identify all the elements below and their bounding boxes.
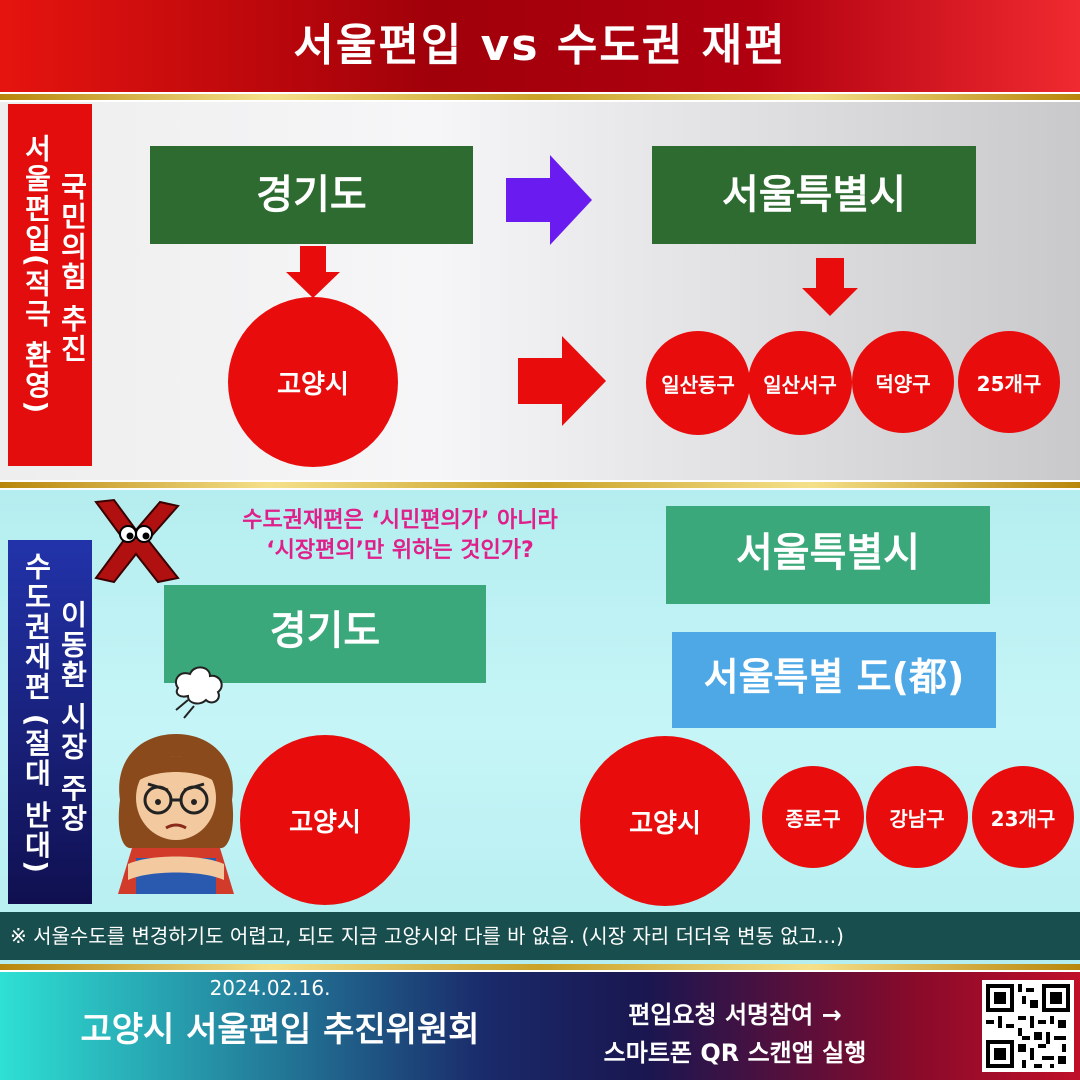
footer-cta: 편입요청 서명참여 → 스마트폰 QR 스캔앱 실행 — [560, 996, 910, 1072]
top-down-arrow-left — [286, 246, 340, 298]
bottom-side-label-box — [8, 540, 92, 904]
top-side-label-main: 서울편입(적극 환영) — [20, 134, 53, 416]
top-circle-ilsanseo: 일산서구 — [748, 331, 852, 435]
qr-code-graphic — [982, 980, 1074, 1072]
bottom-seoul-box: 서울특별시 — [666, 506, 990, 604]
gold-divider-3 — [0, 964, 1080, 970]
gold-divider-2 — [0, 482, 1080, 488]
top-circle-deogyang: 덕양구 — [852, 331, 954, 433]
x-mark-icon — [94, 498, 180, 584]
top-gyeonggi-box: 경기도 — [150, 146, 473, 244]
footer-date: 2024.02.16. — [209, 976, 331, 1000]
top-side-label-sub: 국민의힘 추진 — [56, 172, 89, 364]
question-line-1: 수도권재편은 ‘시민편의가’ 아니라 — [242, 508, 558, 533]
bottom-side-label-sub: 이동환 시장 주장 — [56, 600, 89, 834]
footer-cta-line-1: 편입요청 서명참여 → — [628, 1001, 842, 1029]
qr-code-icon[interactable] — [982, 980, 1074, 1072]
top-seoul-box: 서울특별시 — [652, 146, 976, 244]
top-down-arrow-right — [802, 258, 858, 316]
steam-puff-icon — [174, 666, 223, 719]
footer-cta-line-2: 스마트폰 QR 스캔앱 실행 — [603, 1039, 867, 1067]
bottom-circle-gangnam: 강남구 — [866, 766, 968, 868]
gold-divider — [0, 94, 1080, 100]
title-bar — [0, 0, 1080, 92]
bottom-gyeonggi-box: 경기도 — [164, 585, 486, 683]
note-bar — [0, 912, 1080, 960]
bottom-goyang-circle: 고양시 — [240, 735, 410, 905]
bottom-goyang-circle-right: 고양시 — [580, 736, 750, 906]
bottom-circle-23gu: 23개구 — [972, 766, 1074, 868]
top-circle-ilsandong: 일산동구 — [646, 331, 750, 435]
note-text: ※ 서울수도를 변경하기도 어렵고, 되도 지금 고양시와 다를 바 없음. (… — [10, 924, 844, 948]
question-line-2: ‘시장편의’만 위하는 것인가? — [266, 538, 534, 563]
top-side-label-box — [8, 104, 92, 466]
footer — [0, 972, 1080, 1080]
angry-girl-illustration — [118, 734, 234, 894]
bottom-seoul-do-box: 서울특별 도(都) — [672, 632, 996, 728]
page-title: 서울편입 vs 수도권 재편 — [293, 20, 787, 71]
bottom-circle-jongno: 종로구 — [762, 766, 864, 868]
top-purple-arrow — [506, 155, 592, 245]
footer-org-name: 고양시 서울편입 추진위원회 — [80, 1010, 480, 1050]
bottom-side-label-main: 수도권재편 (절대 반대) — [20, 552, 53, 876]
top-goyang-circle: 고양시 — [228, 297, 398, 467]
top-right-arrow — [518, 336, 606, 426]
top-circle-25gu: 25개구 — [958, 331, 1060, 433]
